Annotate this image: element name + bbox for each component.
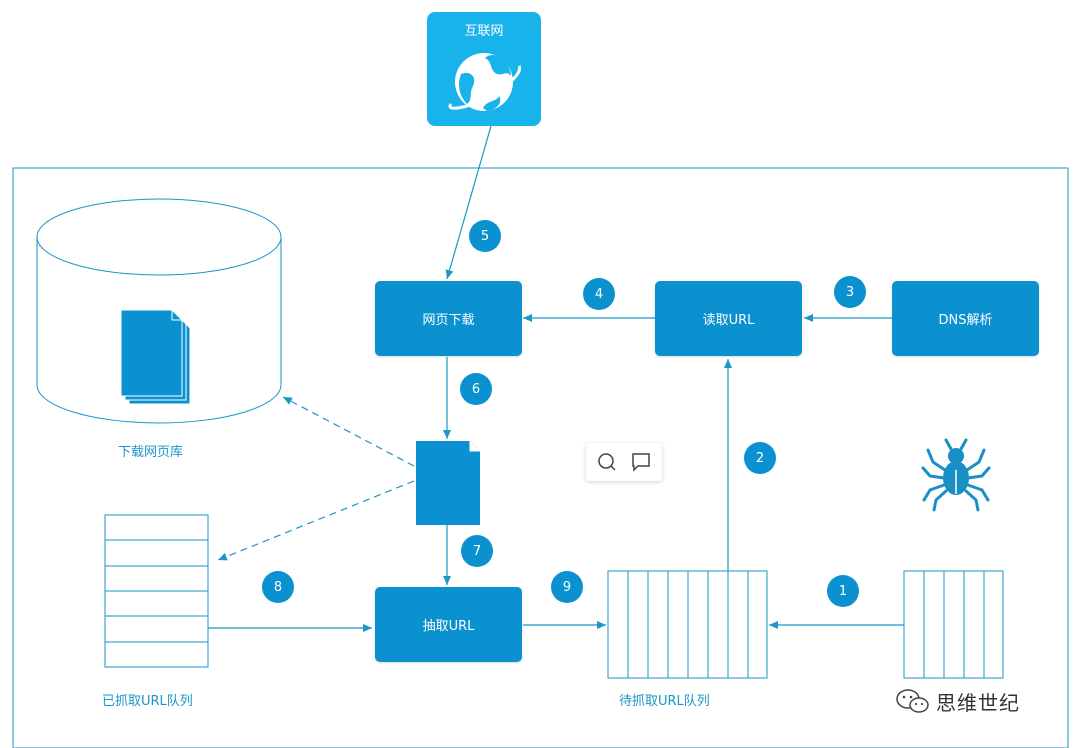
step-badge-4: 4 (583, 278, 615, 310)
image-hover-toolbar (586, 443, 662, 481)
crawled-queue-label: 已抓取URL队列 (102, 694, 193, 709)
seed-url-queue-shape (903, 570, 1004, 679)
page-db-label: 下载网页库 (118, 445, 184, 460)
step-badge-1: 1 (827, 575, 859, 607)
edge-file-to-crawled-queue (217, 480, 415, 561)
watermark: 思维世纪 (894, 686, 1020, 716)
step-badge-8: 8 (262, 571, 294, 603)
step-badge-9: 9 (551, 571, 583, 603)
spider-icon (921, 438, 991, 512)
comment-icon[interactable] (632, 453, 650, 472)
extract-url-node: 抽取URL (375, 587, 522, 662)
read-url-label: 读取URL (702, 313, 755, 328)
step-badge-3: 3 (834, 276, 866, 308)
step-badge-2: 2 (744, 442, 776, 474)
step-badge-5: 5 (469, 220, 501, 252)
globe-icon (448, 53, 522, 111)
dns-node: DNS解析 (892, 281, 1039, 356)
document-icon (416, 441, 480, 525)
edge-internet-to-download (445, 125, 492, 280)
system-frame (12, 167, 1069, 748)
search-icon[interactable] (598, 453, 616, 471)
document-stack-icon (120, 309, 191, 405)
wechat-icon (896, 689, 929, 713)
step-badge-7: 7 (461, 535, 493, 567)
extract-url-label: 抽取URL (422, 619, 475, 634)
internet-node: 互联网 (427, 12, 541, 126)
dns-label: DNS解析 (938, 313, 993, 328)
edge-file-to-page-db (282, 396, 415, 467)
pending-queue-label: 待抓取URL队列 (619, 694, 710, 709)
step-badge-6: 6 (460, 373, 492, 405)
download-label: 网页下载 (422, 313, 475, 328)
crawled-url-queue-shape (104, 514, 209, 668)
internet-label: 互联网 (464, 24, 504, 39)
watermark-text: 思维世纪 (936, 690, 1020, 715)
download-node: 网页下载 (375, 281, 522, 356)
pending-url-queue-shape (607, 570, 768, 679)
read-url-node: 读取URL (655, 281, 802, 356)
